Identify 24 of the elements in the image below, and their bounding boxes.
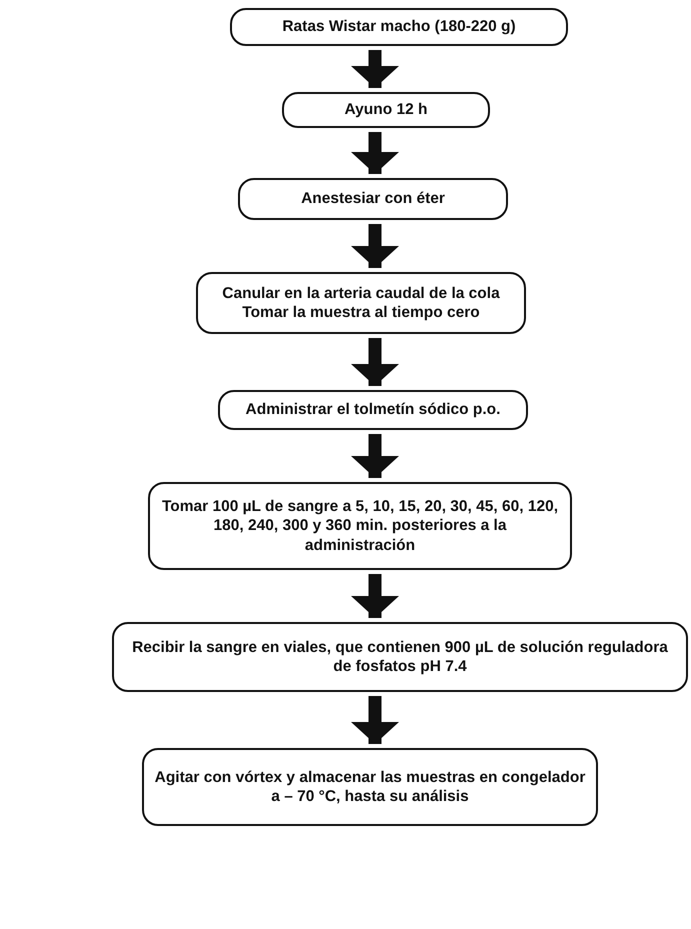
arrow (351, 224, 399, 268)
arrow (351, 574, 399, 618)
step-text: Ayuno 12 h (344, 100, 428, 120)
process-box (148, 482, 572, 570)
step-text: Tomar 100 µL de sangre a 5, 10, 15, 20, 30, 45, 60, 120, 180, 240, 300 y 360 min. posteriores a la administración (160, 496, 560, 556)
process-box (112, 622, 688, 692)
arrow (351, 132, 399, 174)
arrow (351, 50, 399, 88)
step-text: Tomar la muestra al tiempo cero (242, 303, 480, 322)
process-box (238, 178, 508, 220)
step-text: Administrar el tolmetín sódico p.o. (246, 400, 500, 420)
process-box (142, 748, 598, 826)
arrow (351, 434, 399, 478)
arrow (351, 338, 399, 386)
step-text: Canular en la arteria caudal de la cola (222, 284, 500, 303)
step-text: Anestesiar con éter (301, 189, 445, 209)
step-text: Recibir la sangre en viales, que contienen 900 µL de solución reguladora de fosfatos pH 7.4 (131, 638, 669, 676)
process-box (196, 272, 526, 334)
process-box (282, 92, 490, 128)
arrow (351, 696, 399, 744)
process-box (218, 390, 528, 430)
process-box (230, 8, 568, 46)
step-text: Ratas Wistar macho (180-220 g) (282, 17, 516, 37)
step-text: Agitar con vórtex y almacenar las muestras en congelador a – 70 °C, hasta su análisis (154, 768, 586, 806)
